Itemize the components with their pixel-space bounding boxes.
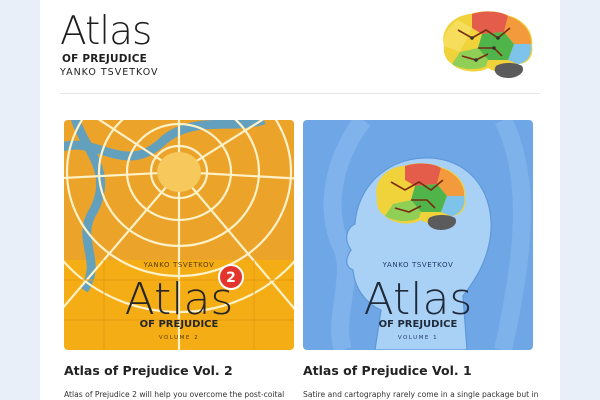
book-title-vol1[interactable]: Atlas of Prejudice Vol. 1 (303, 363, 472, 378)
book-cover-vol2[interactable]: YANKO TSVETKOV Atlas OF PREJUDICE VOLUME… (64, 120, 294, 350)
brain-map-icon[interactable] (438, 8, 538, 80)
site-logo-link[interactable]: Atlas OF PREJUDICE YANKO TSVETKOV (60, 0, 260, 90)
site-subtitle: OF PREJUDICE (62, 53, 148, 65)
cover-volume: VOLUME 1 (398, 335, 438, 341)
cover-subtitle: OF PREJUDICE (379, 319, 458, 330)
volume-badge-number: 2 (226, 270, 236, 286)
site-header: Atlas OF PREJUDICE YANKO TSVETKOV (60, 0, 540, 93)
book-cover-vol1[interactable]: YANKO TSVETKOV Atlas OF PREJUDICE VOLUME… (303, 120, 533, 350)
book-description-vol2: Atlas of Prejudice 2 will help you overc… (64, 390, 285, 399)
cover-author: YANKO TSVETKOV (382, 261, 454, 269)
cover-author: YANKO TSVETKOV (143, 261, 215, 269)
cover-title: Atlas (125, 274, 234, 325)
cover-subtitle: OF PREJUDICE (140, 319, 219, 330)
book-card-vol1: YANKO TSVETKOV Atlas OF PREJUDICE VOLUME… (303, 120, 538, 399)
book-card-vol2: YANKO TSVETKOV Atlas OF PREJUDICE VOLUME… (64, 120, 294, 399)
page-container: Atlas OF PREJUDICE YANKO TSVETKOV (40, 0, 560, 400)
book-title-vol2[interactable]: Atlas of Prejudice Vol. 2 (64, 363, 233, 378)
cover-title: Atlas (364, 274, 473, 325)
site-author: YANKO TSVETKOV (60, 67, 159, 78)
book-description-vol1: Satire and cartography rarely come in a … (303, 390, 539, 399)
cover-volume: VOLUME 2 (159, 335, 199, 341)
site-title: Atlas (60, 9, 152, 54)
volume-badge (218, 264, 244, 290)
header-divider (60, 93, 540, 94)
